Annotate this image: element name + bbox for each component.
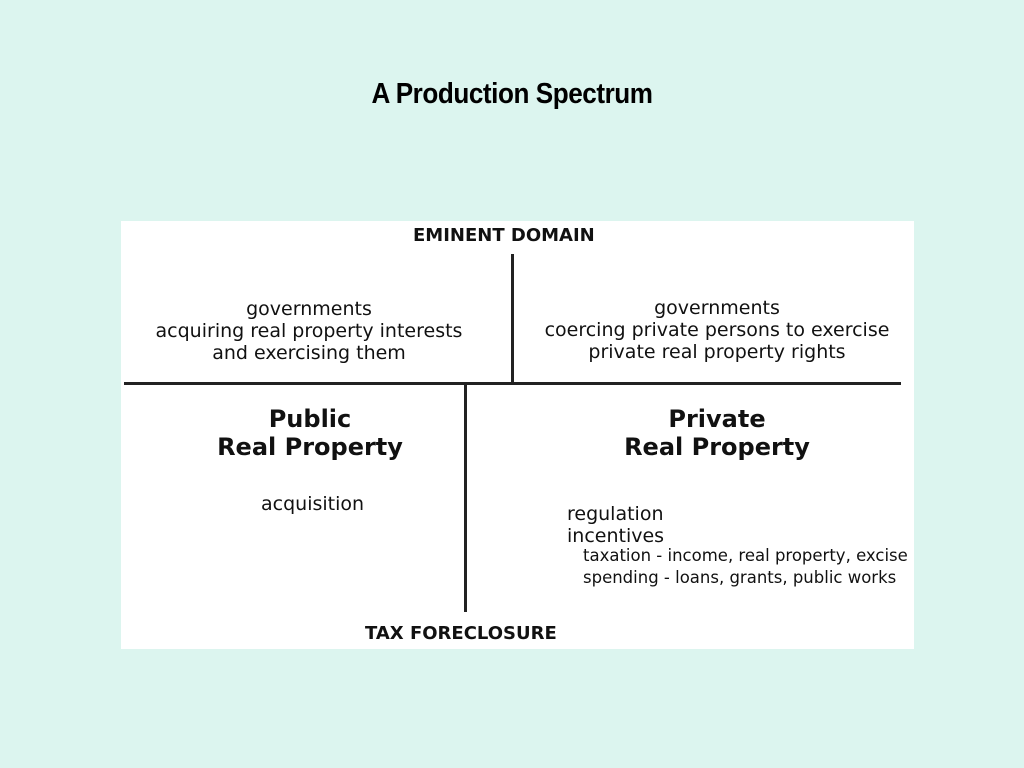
top-right-line: private real property rights	[588, 341, 846, 363]
top-right-description: governments coercing private persons to …	[533, 297, 901, 363]
public-heading-line: Public	[268, 405, 352, 433]
private-item: regulation	[567, 503, 664, 525]
production-spectrum-diagram: EMINENT DOMAIN governments acquiring rea…	[121, 221, 914, 649]
incentives-sub-list: taxation - income, real property, excise…	[583, 545, 908, 589]
private-heading-line: Real Property	[624, 433, 810, 461]
top-right-line: coercing private persons to exercise	[544, 319, 890, 341]
lower-vertical-divider	[464, 384, 467, 612]
public-heading-line: Real Property	[217, 433, 403, 461]
private-items-list: regulation incentives	[567, 503, 664, 547]
acquisition-item: acquisition	[261, 493, 365, 515]
top-left-line: acquiring real property interests	[155, 320, 463, 342]
top-left-line: and exercising them	[212, 342, 406, 364]
incentive-sub-item: taxation - income, real property, excise	[583, 546, 908, 565]
upper-vertical-divider	[511, 254, 514, 384]
top-right-line: governments	[654, 297, 780, 319]
private-real-property-heading: Private Real Property	[617, 405, 817, 461]
horizontal-divider	[124, 382, 901, 385]
tax-foreclosure-label: TAX FORECLOSURE	[365, 623, 557, 644]
top-left-line: governments	[246, 298, 372, 320]
private-heading-line: Private	[668, 405, 766, 433]
slide-title: A Production Spectrum	[371, 78, 653, 110]
private-item: incentives	[567, 525, 665, 547]
incentive-sub-item: spending - loans, grants, public works	[583, 568, 897, 587]
public-real-property-heading: Public Real Property	[210, 405, 410, 461]
eminent-domain-label: EMINENT DOMAIN	[413, 225, 595, 246]
top-left-description: governments acquiring real property inte…	[141, 298, 477, 364]
